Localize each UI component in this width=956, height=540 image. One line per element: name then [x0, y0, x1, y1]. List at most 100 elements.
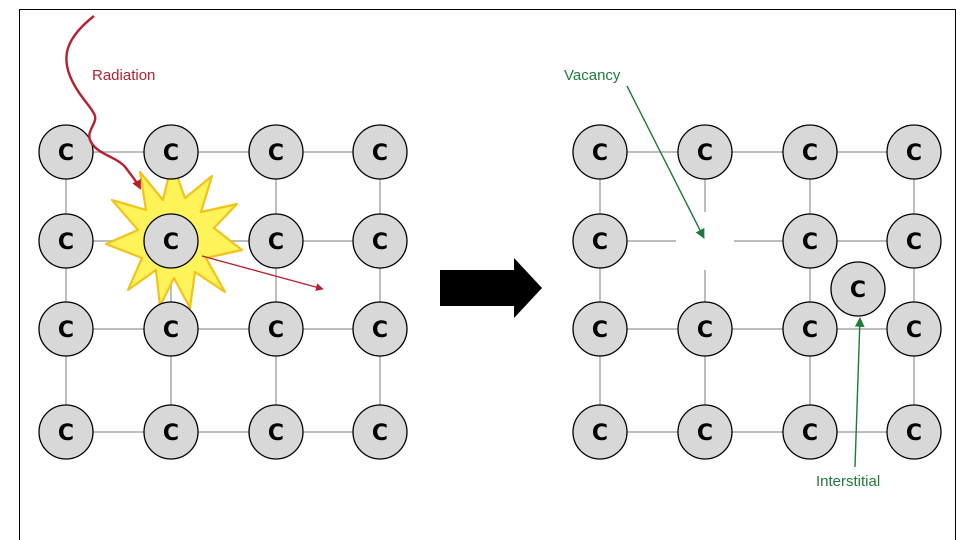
atom-symbol: C: [906, 230, 922, 255]
atom-circle: [782, 213, 838, 269]
atom-r4-c1: C: [572, 404, 628, 460]
atom-r3-c4: C: [352, 301, 408, 357]
atom-circle: [677, 301, 733, 357]
atom-symbol: C: [802, 421, 818, 446]
atom-r4-c3: C: [782, 404, 838, 460]
atom-r2-c3: C: [248, 213, 304, 269]
atom-r1-c3: C: [248, 124, 304, 180]
atom-r4-c4: C: [886, 404, 942, 460]
atom-circle: [38, 124, 94, 180]
atom-r1-c4: C: [352, 124, 408, 180]
atom-r3-c3: C: [782, 301, 838, 357]
atom-r1-c4: C: [886, 124, 942, 180]
displacement-arrow: [201, 255, 324, 291]
interstitial-atom: C: [830, 261, 886, 317]
right-lattice: C C C C C C C C C C C C C C C C Vacancy Interstitial: [564, 67, 942, 490]
atom-symbol: C: [592, 421, 608, 446]
atom-symbol: C: [58, 230, 74, 255]
atom-r1-c1: C: [38, 124, 94, 180]
atom-circle: [38, 404, 94, 460]
atom-circle: [352, 301, 408, 357]
atom-symbol: C: [592, 230, 608, 255]
atom-circle: [143, 124, 199, 180]
left-lattice-bonds: [65, 151, 381, 433]
atom-circle: [352, 213, 408, 269]
atom-symbol: C: [802, 318, 818, 343]
atom-symbol: C: [268, 421, 284, 446]
atom-circle: [572, 124, 628, 180]
atom-r4-c2: C: [143, 404, 199, 460]
atom-symbol: C: [58, 141, 74, 166]
atom-symbol: C: [697, 318, 713, 343]
atom-symbol: C: [163, 318, 179, 343]
atom-symbol: C: [906, 421, 922, 446]
atom-circle: [782, 124, 838, 180]
atom-circle: [248, 404, 304, 460]
atom-r3-c1: C: [38, 301, 94, 357]
atom-r2-c1: C: [572, 213, 628, 269]
atom-circle: [782, 301, 838, 357]
atom-r4-c2: C: [677, 404, 733, 460]
atom-symbol: C: [372, 230, 388, 255]
atom-circle: [572, 213, 628, 269]
atom-r3-c2: C: [143, 301, 199, 357]
atom-r3-c1: C: [572, 301, 628, 357]
atom-symbol: C: [58, 421, 74, 446]
vacancy-pointer: [626, 85, 705, 239]
atom-circle: [830, 261, 886, 317]
atom-r2-c2: C: [143, 213, 199, 269]
atom-symbol: C: [163, 141, 179, 166]
atom-circle: [886, 301, 942, 357]
interstitial-pointer: [854, 317, 865, 468]
atom-circle: [677, 124, 733, 180]
atom-symbol: C: [802, 141, 818, 166]
atom-symbol: C: [372, 421, 388, 446]
atom-circle: [352, 124, 408, 180]
atom-symbol: C: [268, 230, 284, 255]
atom-r2-c4: C: [352, 213, 408, 269]
atom-r1-c3: C: [782, 124, 838, 180]
atom-symbol: C: [372, 318, 388, 343]
atom-r3-c3: C: [248, 301, 304, 357]
atom-circle: [38, 213, 94, 269]
atom-symbol: C: [268, 318, 284, 343]
atom-r1-c1: C: [572, 124, 628, 180]
atom-circle: [248, 301, 304, 357]
atom-r4-c1: C: [38, 404, 94, 460]
atom-symbol: C: [697, 141, 713, 166]
atom-symbol: C: [906, 141, 922, 166]
atom-symbol: C: [906, 318, 922, 343]
atom-circle: [677, 404, 733, 460]
atom-circle: [248, 124, 304, 180]
atom-circle: [352, 404, 408, 460]
atom-r1-c2: C: [677, 124, 733, 180]
atom-r2-c4: C: [886, 213, 942, 269]
atom-circle: [572, 404, 628, 460]
atom-symbol: C: [592, 141, 608, 166]
atom-r4-c3: C: [248, 404, 304, 460]
atom-symbol: C: [802, 230, 818, 255]
radiation-wave-arrow: [65, 15, 142, 190]
atom-symbol: C: [268, 141, 284, 166]
atom-symbol: C: [850, 278, 866, 303]
atom-symbol: C: [592, 318, 608, 343]
atom-circle: [886, 213, 942, 269]
atom-r3-c4: C: [886, 301, 942, 357]
atom-circle: [143, 404, 199, 460]
atom-symbol: C: [58, 318, 74, 343]
atom-circle: [886, 124, 942, 180]
right-lattice-atoms: C C C C C C C C C C C C C C C C: [572, 124, 942, 460]
atom-r3-c2: C: [677, 301, 733, 357]
right-arrow-icon: [440, 258, 542, 318]
vacancy-label: Vacancy: [564, 67, 621, 84]
atom-symbol: C: [163, 230, 179, 255]
atom-r4-c4: C: [352, 404, 408, 460]
left-lattice: C C C C C C C C C C C C C C C C Radiation: [38, 15, 408, 460]
radiation-label: Radiation: [92, 67, 155, 84]
left-lattice-atoms: C C C C C C C C C C C C C C C C: [38, 124, 408, 460]
atom-circle: [143, 213, 199, 269]
interstitial-label: Interstitial: [816, 473, 880, 490]
atom-circle: [886, 404, 942, 460]
atom-r2-c3: C: [782, 213, 838, 269]
